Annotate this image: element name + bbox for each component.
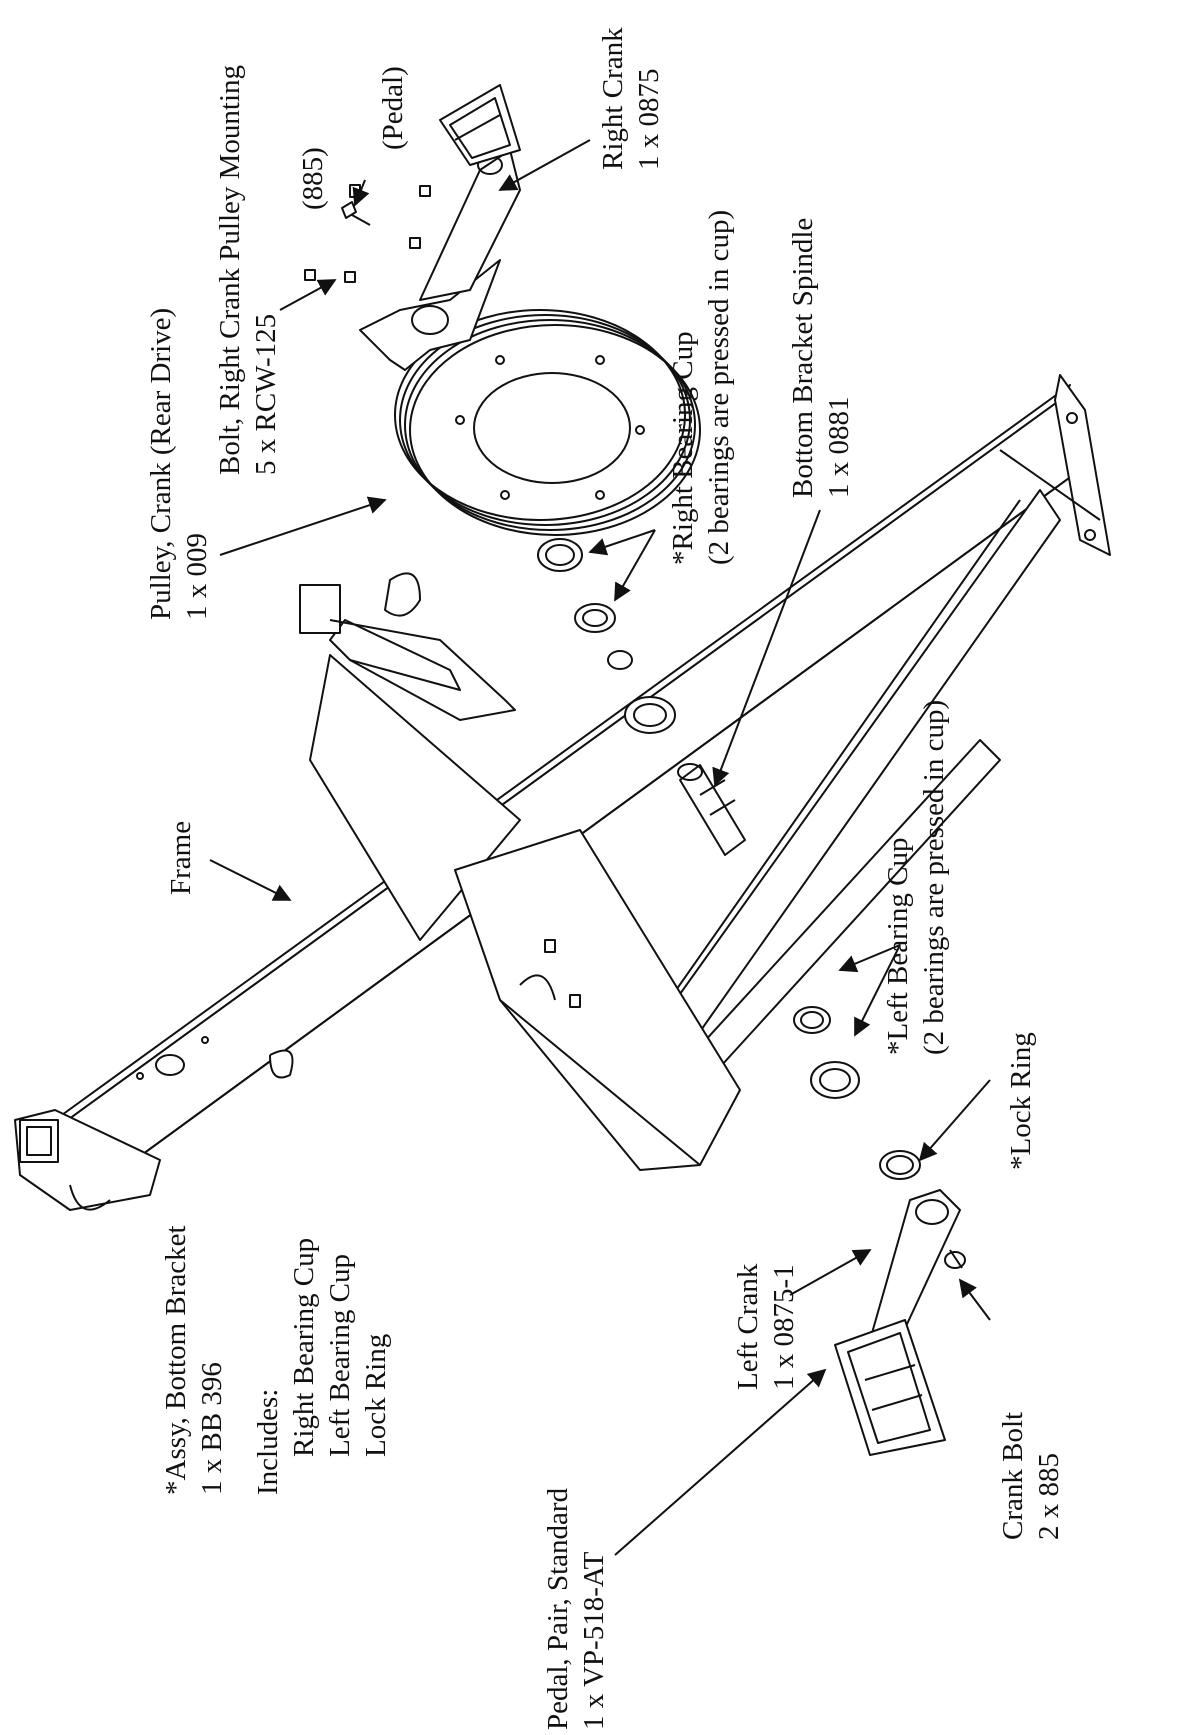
label-right-bearing-cup: *Right Bearing Cup (2 bearings are press… <box>667 209 735 565</box>
label-right-crank: Right Crank 1 x 0875 <box>597 27 665 170</box>
pulley-crank-drawing <box>394 309 701 536</box>
crank-bolt-drawing <box>944 1249 966 1269</box>
lock-ring-drawing <box>879 1150 921 1180</box>
arrow-bolt <box>279 279 337 311</box>
label-frame: Frame <box>165 820 197 895</box>
arrow-bolt-ref <box>352 179 370 207</box>
arrow-right-crank <box>498 139 591 191</box>
arrow-left-crank <box>789 1249 872 1296</box>
left-crank-drawing <box>834 1189 961 1456</box>
right-crank-drawing <box>359 84 521 371</box>
label-bolt-ref: (885) <box>297 147 329 210</box>
leader-arrows <box>209 139 991 1556</box>
label-lock-ring: *Lock Ring <box>1005 1032 1037 1170</box>
label-pulley: Pulley, Crank (Rear Drive) 1 x 009 <box>145 307 213 620</box>
label-pedal-ref: (Pedal) <box>377 66 409 150</box>
label-assy-bottom-bracket: *Assy, Bottom Bracket 1 x BB 396 Include… <box>160 1225 392 1495</box>
arrow-left-cup-1 <box>838 944 901 973</box>
label-left-bearing-cup: *Left Bearing Cup (2 bearings are presse… <box>882 699 950 1055</box>
frame-rear-plate <box>999 374 1111 556</box>
label-pedal-pair: Pedal, Pair, Standard 1 x VP-518-AT <box>542 1487 610 1730</box>
arrow-lock-ring <box>918 1079 991 1162</box>
label-bottom-bracket-spindle: Bottom Bracket Spindle 1 x 0881 <box>787 217 855 498</box>
label-crank-bolt: Crank Bolt 2 x 885 <box>997 1411 1065 1540</box>
frame-front-socket <box>14 1036 294 1211</box>
left-bearing-cup-drawing <box>793 1006 860 1099</box>
spindle-drawing <box>677 763 746 856</box>
arrow-frame <box>209 859 292 901</box>
arrow-crank-bolt <box>958 1278 991 1321</box>
arrow-pedal-pair <box>614 1368 827 1556</box>
arrow-pulley <box>219 496 387 556</box>
arrow-right-cup-2 <box>614 529 656 602</box>
arrow-spindle <box>712 509 821 787</box>
frame-bottom-bracket-shell <box>454 650 741 1171</box>
label-left-crank: Left Crank 1 x 0875-1 <box>732 1263 800 1390</box>
arrow-left-cup-2 <box>854 944 901 1037</box>
arrow-right-cup-1 <box>588 529 656 556</box>
frame-lower-tubes <box>619 489 1061 1101</box>
right-bearing-cup-drawing <box>537 538 616 633</box>
label-bolt-right-crank: Bolt, Right Crank Pulley Mounting 5 x RC… <box>214 64 282 475</box>
